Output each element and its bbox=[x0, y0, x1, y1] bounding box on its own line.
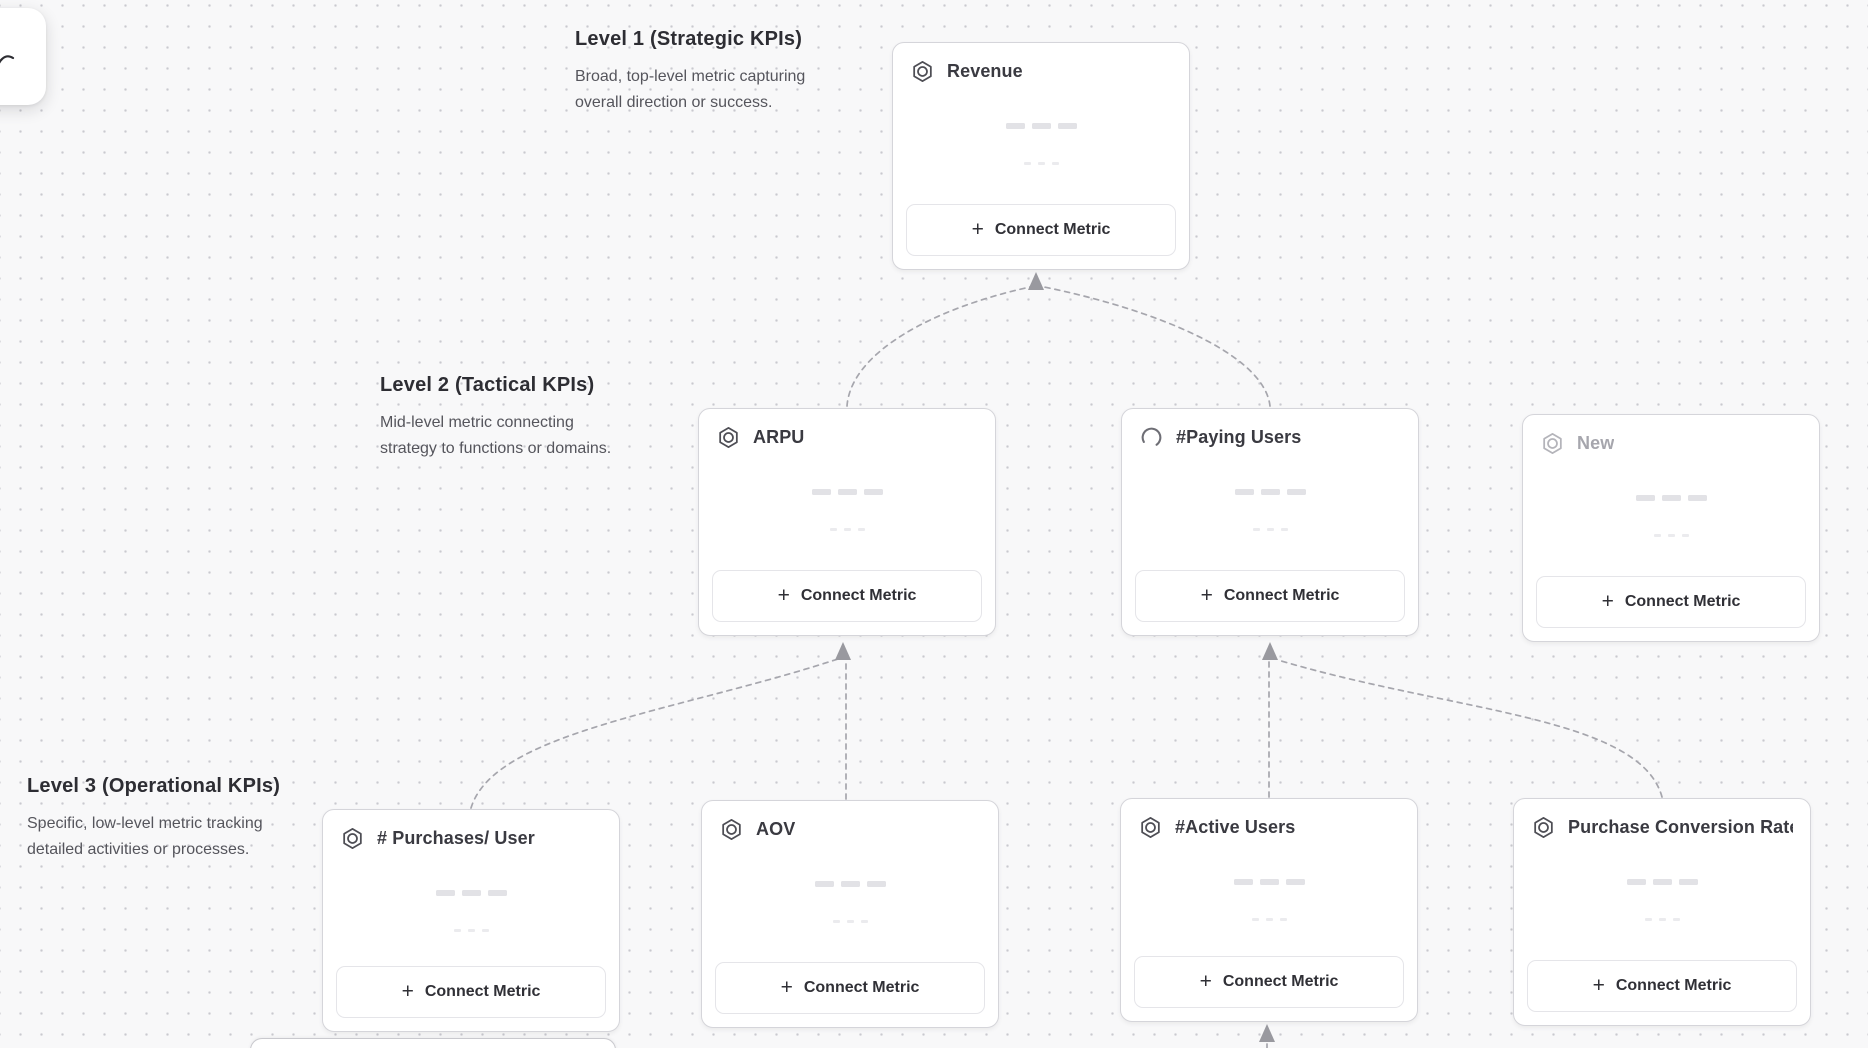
metric-preview-skeleton bbox=[699, 489, 995, 495]
plus-icon: + bbox=[971, 217, 984, 241]
metric-title: Purchase Conversion Rate bbox=[1568, 817, 1793, 837]
plus-icon: + bbox=[1592, 973, 1605, 997]
metric-card-arpu[interactable]: ARPU + Connect Metric bbox=[698, 408, 996, 636]
connect-metric-button[interactable]: + Connect Metric bbox=[1527, 960, 1797, 1012]
plus-icon: + bbox=[1601, 589, 1614, 613]
metric-preview-skeleton bbox=[1523, 534, 1819, 537]
card-header: Purchase Conversion Rate bbox=[1514, 799, 1810, 840]
hexagon-metric-icon bbox=[1534, 817, 1553, 838]
metric-preview-skeleton bbox=[1121, 918, 1417, 921]
connect-metric-label: Connect Metric bbox=[803, 979, 920, 996]
metric-title: Revenue bbox=[947, 61, 1023, 81]
hexagon-metric-icon bbox=[1141, 817, 1160, 838]
plus-icon: + bbox=[401, 979, 414, 1003]
level-2-title: Level 2 (Tactical KPIs) bbox=[380, 374, 595, 396]
metric-card-purchase-conversion-rate[interactable]: Purchase Conversion Rate + Connect Metri… bbox=[1513, 798, 1811, 1026]
plus-icon: + bbox=[1199, 969, 1212, 993]
connect-metric-button[interactable]: + Connect Metric bbox=[715, 962, 985, 1014]
connect-metric-label: Connect Metric bbox=[1624, 593, 1741, 610]
metric-title: # Purchases/ User bbox=[377, 828, 535, 848]
level-1-label: Level 1 (Strategic KPIs) Broad, top-leve… bbox=[575, 28, 825, 115]
connect-metric-button[interactable]: + Connect Metric bbox=[712, 570, 982, 622]
connect-metric-label: Connect Metric bbox=[1222, 973, 1339, 990]
connect-metric-button[interactable]: + Connect Metric bbox=[1134, 956, 1404, 1008]
card-header: #Paying Users bbox=[1122, 409, 1418, 450]
connector-edge-pcr-paying bbox=[1277, 659, 1663, 798]
metric-preview-skeleton bbox=[893, 162, 1189, 165]
connect-metric-button[interactable]: + Connect Metric bbox=[1135, 570, 1405, 622]
card-header: AOV bbox=[702, 801, 998, 842]
metric-preview-skeleton bbox=[702, 881, 998, 887]
metric-title: AOV bbox=[756, 819, 796, 839]
connect-metric-label: Connect Metric bbox=[424, 983, 541, 1000]
hexagon-metric-icon bbox=[1543, 433, 1562, 454]
plus-icon: + bbox=[1200, 583, 1213, 607]
hexagon-metric-icon bbox=[343, 828, 362, 849]
connector-arrowhead bbox=[835, 642, 851, 660]
plus-icon: + bbox=[777, 583, 790, 607]
hexagon-metric-icon bbox=[722, 819, 741, 840]
plus-icon: + bbox=[780, 975, 793, 999]
metric-preview-skeleton bbox=[1122, 489, 1418, 495]
connect-metric-label: Connect Metric bbox=[1223, 587, 1340, 604]
connector-edge-arpu-revenue bbox=[846, 286, 1031, 407]
level-3-label: Level 3 (Operational KPIs) Specific, low… bbox=[27, 775, 285, 862]
metric-preview-skeleton bbox=[893, 123, 1189, 129]
metric-preview-skeleton bbox=[1514, 879, 1810, 885]
connector-arrowhead bbox=[1259, 1024, 1275, 1042]
metric-card-new[interactable]: New + Connect Metric bbox=[1522, 414, 1820, 642]
metric-title: New bbox=[1577, 433, 1615, 453]
hexagon-metric-icon bbox=[913, 61, 932, 82]
metric-card-partial-offscreen[interactable] bbox=[250, 1038, 616, 1048]
metric-card-paying-users[interactable]: #Paying Users + Connect Metric bbox=[1121, 408, 1419, 636]
partial-toolbar-button[interactable] bbox=[0, 8, 46, 105]
metric-card-revenue[interactable]: Revenue + Connect Metric bbox=[892, 42, 1190, 270]
level-1-title: Level 1 (Strategic KPIs) bbox=[575, 28, 803, 50]
connector-edge-paying-revenue bbox=[1043, 286, 1271, 407]
level-3-description: Specific, low-level metric tracking deta… bbox=[27, 815, 263, 858]
card-header: #Active Users bbox=[1121, 799, 1417, 840]
metric-card-aov[interactable]: AOV + Connect Metric bbox=[701, 800, 999, 1028]
metric-preview-skeleton bbox=[323, 890, 619, 896]
level-2-description: Mid-level metric connecting strategy to … bbox=[380, 414, 612, 457]
loading-spinner-icon bbox=[1141, 427, 1162, 448]
level-1-description: Broad, top-level metric capturing overal… bbox=[575, 68, 806, 111]
metric-card-purchases-per-user[interactable]: # Purchases/ User + Connect Metric bbox=[322, 809, 620, 1032]
pen-icon bbox=[0, 55, 15, 64]
connect-metric-label: Connect Metric bbox=[1615, 977, 1732, 994]
level-3-title: Level 3 (Operational KPIs) bbox=[27, 775, 281, 797]
connect-metric-label: Connect Metric bbox=[994, 221, 1111, 238]
connect-metric-button[interactable]: + Connect Metric bbox=[906, 204, 1176, 256]
metric-preview-skeleton bbox=[702, 920, 998, 923]
metric-preview-skeleton bbox=[1122, 528, 1418, 531]
card-header: ARPU bbox=[699, 409, 995, 450]
metric-preview-skeleton bbox=[1523, 495, 1819, 501]
metric-title: #Active Users bbox=[1175, 817, 1296, 837]
connect-metric-label: Connect Metric bbox=[800, 587, 917, 604]
card-header: Revenue bbox=[893, 43, 1189, 84]
metric-preview-skeleton bbox=[323, 929, 619, 932]
metric-title: ARPU bbox=[753, 427, 805, 447]
metric-title: #Paying Users bbox=[1176, 427, 1302, 447]
metric-preview-skeleton bbox=[699, 528, 995, 531]
card-header: # Purchases/ User bbox=[323, 810, 619, 851]
connector-edge-purchases-arpu bbox=[470, 658, 839, 809]
connector-arrowhead bbox=[1262, 642, 1278, 660]
hexagon-metric-icon bbox=[719, 427, 738, 448]
metric-card-active-users[interactable]: #Active Users + Connect Metric bbox=[1120, 798, 1418, 1022]
connector-arrowhead bbox=[1028, 272, 1044, 290]
metric-preview-skeleton bbox=[1514, 918, 1810, 921]
level-2-label: Level 2 (Tactical KPIs) Mid-level metric… bbox=[380, 374, 622, 461]
metric-preview-skeleton bbox=[1121, 879, 1417, 885]
connect-metric-button[interactable]: + Connect Metric bbox=[1536, 576, 1806, 628]
card-header: New bbox=[1523, 415, 1819, 456]
connect-metric-button[interactable]: + Connect Metric bbox=[336, 966, 606, 1018]
